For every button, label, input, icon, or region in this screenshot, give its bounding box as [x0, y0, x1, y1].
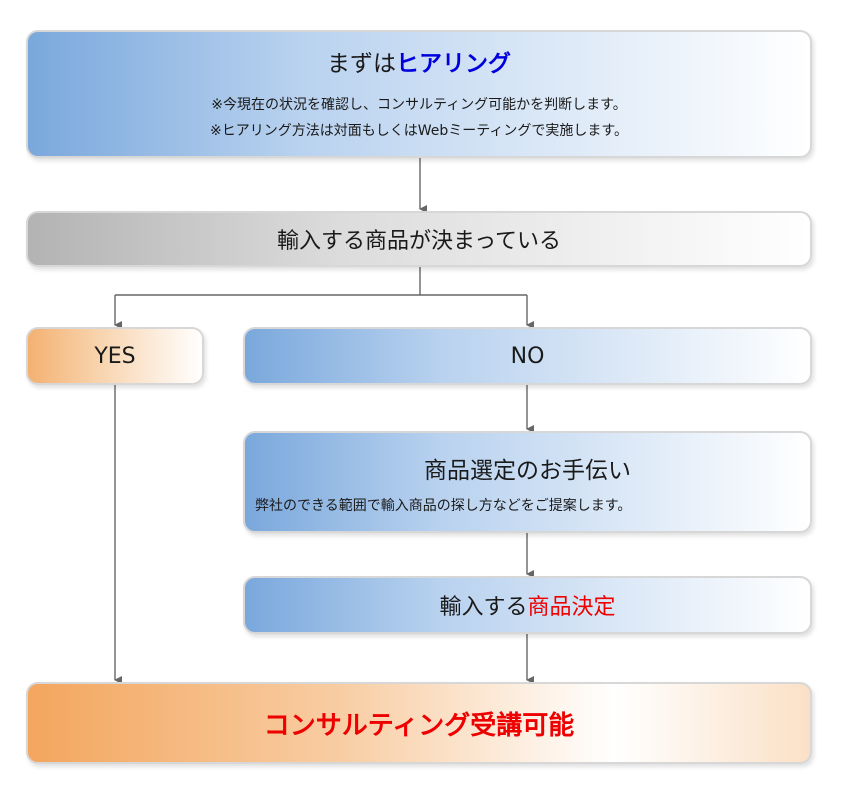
consulting-available-box: コンサルティング受講可能 [26, 682, 812, 764]
yes-label: YES [94, 343, 136, 369]
no-label: NO [510, 343, 545, 369]
hearing-title: まずはヒアリング [327, 44, 511, 78]
no-box: NO [243, 327, 812, 385]
product-decision-highlight: 商品決定 [527, 595, 616, 620]
product-decision-text: 輸入する商品決定 [439, 589, 615, 621]
product-selection-box: 商品選定のお手伝い 弊社のできる範囲で輸入商品の探し方などをご提案します。 [243, 431, 812, 533]
hearing-title-prefix: まずは [327, 51, 396, 77]
product-selection-note: 弊社のできる範囲で輸入商品の探し方などをご提案します。 [255, 498, 632, 514]
product-decided-question-box: 輸入する商品が決まっている [26, 211, 812, 267]
product-decision-prefix: 輸入する [439, 595, 528, 620]
yes-box: YES [26, 327, 204, 385]
consulting-available-label: コンサルティング受講可能 [263, 710, 575, 741]
product-selection-title: 商品選定のお手伝い [424, 458, 631, 484]
product-decided-question: 輸入する商品が決まっている [276, 229, 562, 254]
product-decision-box: 輸入する商品決定 [243, 576, 812, 634]
hearing-note-line1: ※今現在の状況を確認し、コンサルティング可能かを判断します。 [211, 97, 627, 113]
hearing-box: まずはヒアリング ※今現在の状況を確認し、コンサルティング可能かを判断します。 … [26, 30, 812, 158]
hearing-note-line2: ※ヒアリング方法は対面もしくはWebミーティングで実施します。 [209, 123, 628, 139]
hearing-title-highlight: ヒアリング [396, 51, 511, 77]
